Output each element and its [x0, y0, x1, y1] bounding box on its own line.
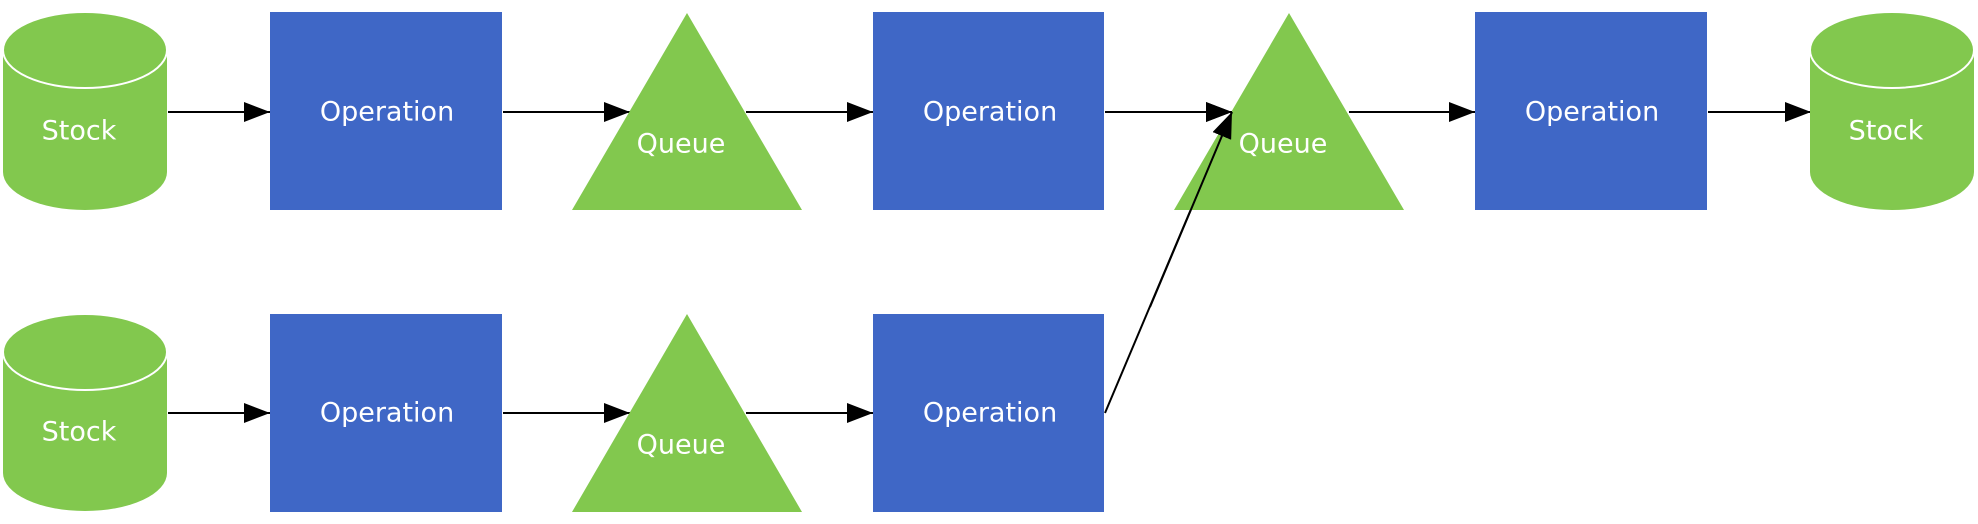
stock-label: Stock [1849, 116, 1924, 147]
stock-cylinder-top [2, 11, 168, 89]
operation-label: Operation [1525, 97, 1659, 128]
queue-label: Queue [637, 430, 726, 461]
operation-box [873, 314, 1104, 512]
operation-node[interactable]: Operation [873, 12, 1104, 210]
operation-box [873, 12, 1104, 210]
operation-node[interactable]: Operation [1475, 12, 1707, 210]
stock-node[interactable]: Stock [1809, 11, 1975, 210]
edge-overlay [1149, 102, 1233, 308]
operation-label: Operation [320, 97, 454, 128]
operation-node[interactable]: Operation [270, 12, 502, 210]
operation-box [270, 314, 502, 512]
queue-node[interactable]: Queue [1174, 13, 1404, 210]
stock-label: Stock [42, 116, 117, 147]
queue-triangle-icon [572, 314, 802, 512]
queue-triangle-icon [572, 13, 802, 210]
operation-label: Operation [923, 398, 1057, 429]
queue-node[interactable]: Queue [572, 314, 802, 512]
queue-triangle-icon [1174, 13, 1404, 210]
operation-label: Operation [320, 398, 454, 429]
stock-cylinder-icon [3, 50, 167, 210]
operation-box [270, 12, 502, 210]
operation-node[interactable]: Operation [873, 314, 1104, 512]
stock-label: Stock [42, 417, 117, 448]
stock-cylinder-icon [1810, 50, 1974, 210]
stock-node[interactable]: Stock [2, 313, 168, 511]
stock-cylinder-icon [3, 352, 167, 511]
stock-cylinder-top [2, 313, 168, 391]
operation-label: Operation [923, 97, 1057, 128]
operation-node[interactable]: Operation [270, 314, 502, 512]
queue-label: Queue [1239, 129, 1328, 160]
stock-cylinder-top [1809, 11, 1975, 89]
operation-box [1475, 12, 1707, 210]
stock-node[interactable]: Stock [2, 11, 168, 210]
edge-operation-bottom-2-to-queue-top-2-overlay [1149, 111, 1233, 308]
queue-node[interactable]: Queue [572, 13, 802, 210]
queue-label: Queue [637, 129, 726, 160]
